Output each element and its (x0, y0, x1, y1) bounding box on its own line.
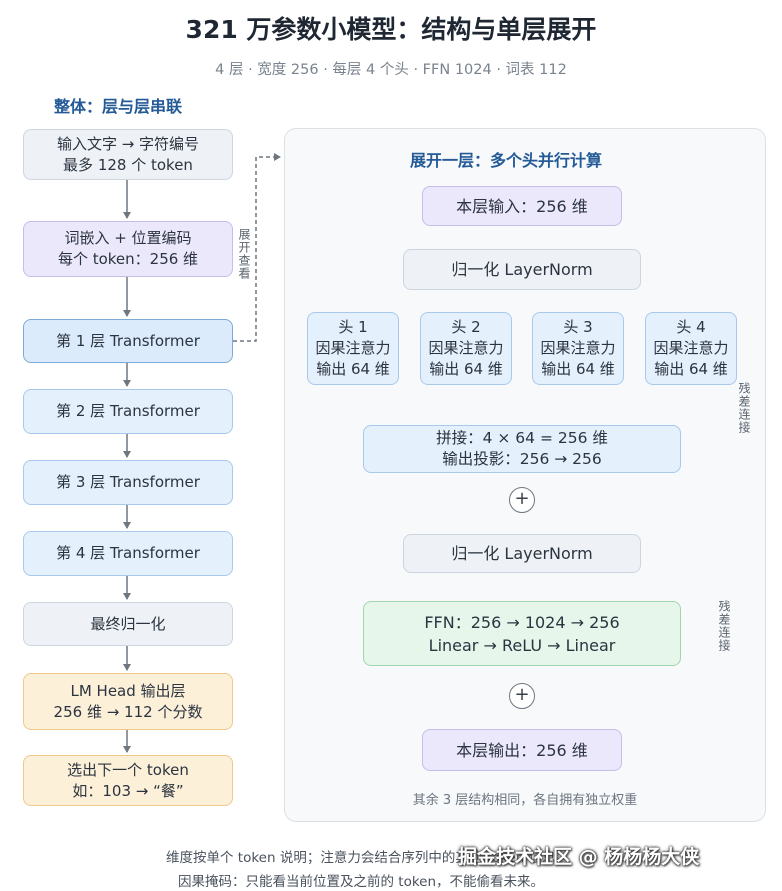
layer-input-label: 本层输入：256 维 (456, 196, 588, 216)
head-name: 头 2 (451, 318, 481, 336)
panel-heading: 展开一层：多个头并行计算 (410, 151, 603, 170)
node-layer-4: 第 4 层 Transformer (23, 531, 233, 576)
layernorm-1-label: 归一化 LayerNorm (451, 260, 593, 279)
node-next-token: 选出下一个 token 如：103 → “餐” (23, 755, 233, 806)
node-line: 第 1 层 Transformer (56, 331, 200, 350)
head-desc: 因果注意力 (653, 339, 729, 357)
attention-head-2: 头 2 因果注意力 输出 64 维 (420, 312, 512, 385)
concat-line: 输出投影：256 → 256 (442, 450, 602, 468)
node-line: 输入文字 → 字符编号 (56, 134, 200, 153)
layer-input: 本层输入：256 维 (422, 186, 622, 226)
node-line: 每个 token：256 维 (57, 250, 199, 268)
watermark: 掘金技术社区 @ 杨杨杨大侠 (458, 846, 700, 868)
head-name: 头 1 (338, 318, 368, 336)
node-line: 第 2 层 Transformer (56, 402, 200, 420)
node-lm-head: LM Head 输出层 256 维 → 112 个分数 (23, 673, 233, 730)
node-line: 选出下一个 token (67, 760, 189, 779)
node-final-norm: 最终归一化 (23, 602, 233, 646)
page-subtitle: 4 层 · 宽度 256 · 每层 4 个头 · FFN 1024 · 词表 1… (215, 62, 567, 78)
expand-label: 展开查看 (237, 228, 251, 280)
layernorm-2: 归一化 LayerNorm (403, 534, 641, 573)
layer-output-label: 本层输出：256 维 (456, 740, 588, 760)
node-line: 第 4 层 Transformer (56, 544, 200, 562)
attention-head-4: 头 4 因果注意力 输出 64 维 (645, 312, 737, 385)
node-layer-3: 第 3 层 Transformer (23, 460, 233, 505)
panel-note: 其余 3 层结构相同，各自拥有独立权重 (412, 793, 638, 808)
footer-line-1: 维度按单个 token 说明；注意力会结合序列中的其他 token 信息。 (166, 850, 570, 866)
ffn-line: Linear → ReLU → Linear (428, 635, 616, 655)
left-heading: 整体：层与层串联 (54, 97, 183, 116)
node-line: 词嵌入 + 位置编码 (64, 229, 192, 247)
head-desc: 因果注意力 (540, 339, 616, 357)
node-line: 如：103 → “餐” (72, 781, 184, 800)
head-desc: 因果注意力 (428, 339, 504, 357)
residual-add-2: + (509, 683, 535, 709)
layer-output: 本层输出：256 维 (422, 729, 622, 771)
head-out: 输出 64 维 (316, 360, 390, 378)
head-out: 输出 64 维 (541, 360, 615, 378)
concat-projection: 拼接：4 × 64 = 256 维 输出投影：256 → 256 (363, 425, 681, 473)
node-embedding: 词嵌入 + 位置编码 每个 token：256 维 (23, 221, 233, 277)
head-out: 输出 64 维 (429, 360, 503, 378)
node-line: 第 3 层 Transformer (56, 473, 200, 491)
node-input-text: 输入文字 → 字符编号 最多 128 个 token (23, 129, 233, 180)
ffn-block: FFN：256 → 1024 → 256 Linear → ReLU → Lin… (363, 601, 681, 666)
node-line: 最终归一化 (90, 614, 166, 633)
node-line: 最多 128 个 token (63, 155, 193, 174)
residual-label-2: 残差连接 (717, 600, 731, 652)
head-name: 头 3 (563, 318, 593, 336)
page-title: 321 万参数小模型：结构与单层展开 (185, 15, 597, 44)
head-name: 头 4 (676, 318, 706, 336)
node-layer-1[interactable]: 第 1 层 Transformer (23, 319, 233, 363)
head-desc: 因果注意力 (315, 339, 391, 357)
ffn-line: FFN：256 → 1024 → 256 (424, 612, 620, 632)
head-out: 输出 64 维 (654, 360, 728, 378)
residual-add-1: + (509, 487, 535, 513)
node-layer-2: 第 2 层 Transformer (23, 389, 233, 434)
attention-head-1: 头 1 因果注意力 输出 64 维 (307, 312, 399, 385)
footer-line-2: 因果掩码：只能看当前位置及之前的 token，不能偷看未来。 (178, 874, 545, 890)
attention-head-3: 头 3 因果注意力 输出 64 维 (532, 312, 624, 385)
node-line: LM Head 输出层 (70, 681, 186, 700)
layer-detail-panel (284, 128, 766, 822)
layernorm-2-label: 归一化 LayerNorm (451, 544, 593, 563)
layernorm-1: 归一化 LayerNorm (403, 249, 641, 290)
residual-label-1: 残差连接 (737, 382, 751, 434)
node-line: 256 维 → 112 个分数 (53, 702, 203, 721)
concat-line: 拼接：4 × 64 = 256 维 (436, 429, 608, 447)
